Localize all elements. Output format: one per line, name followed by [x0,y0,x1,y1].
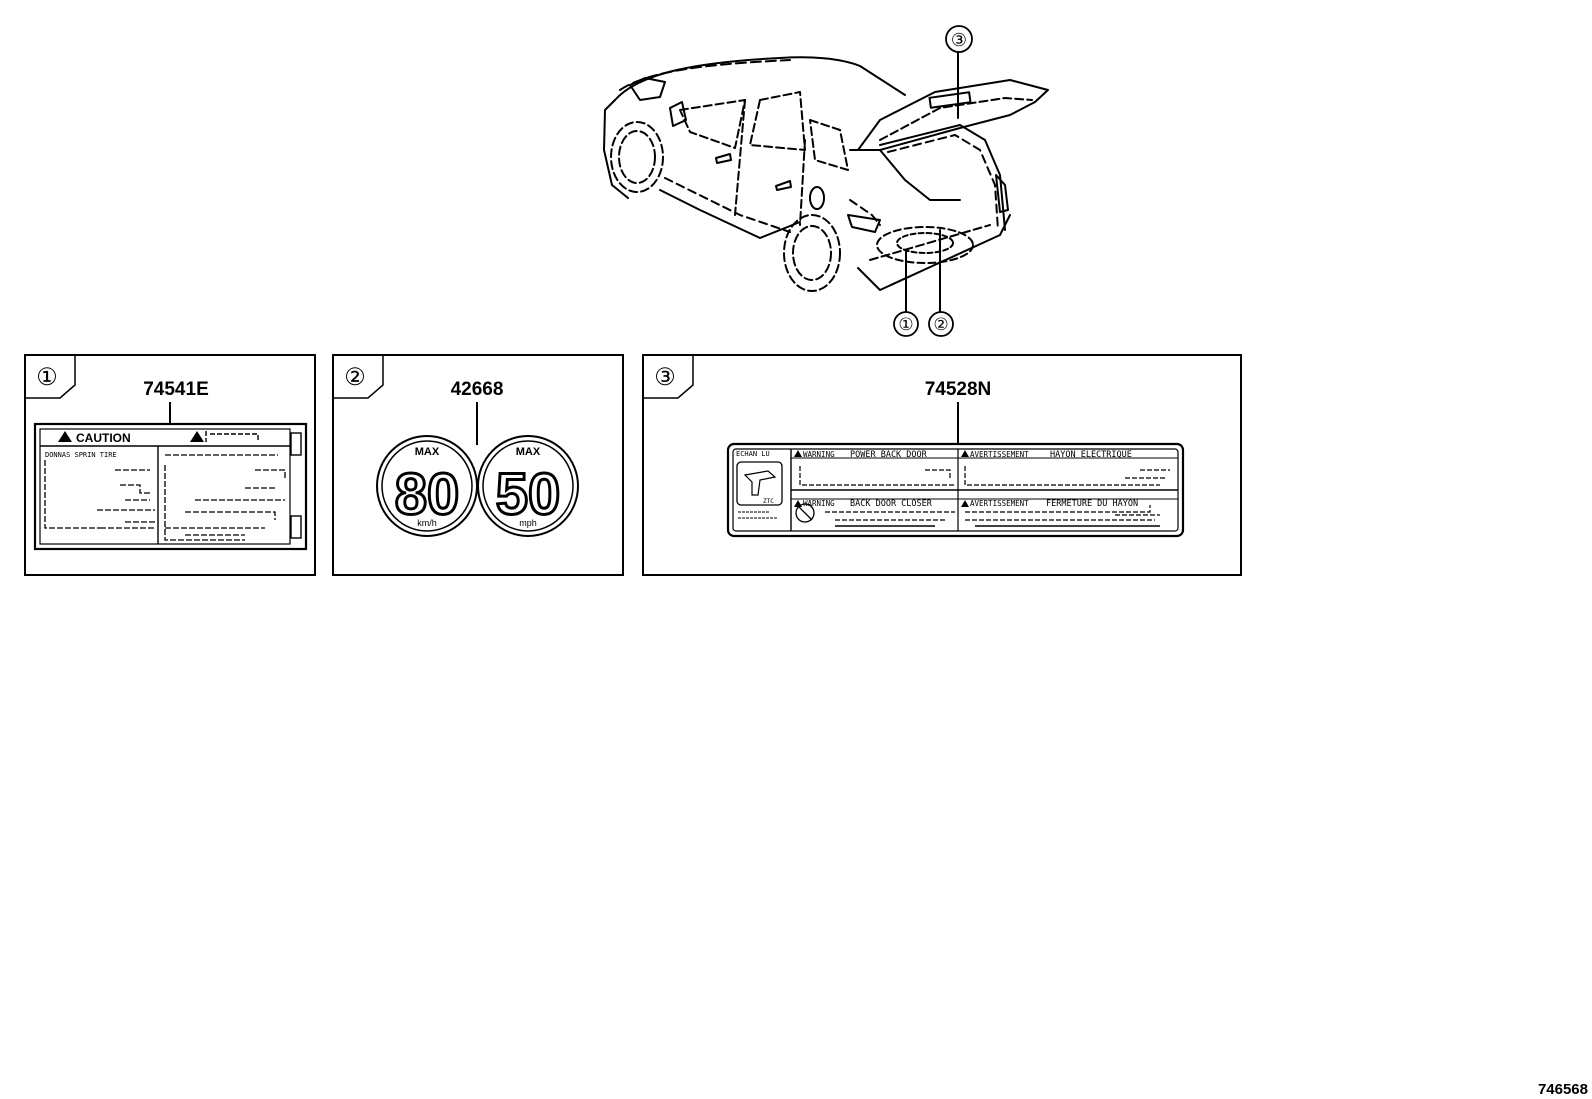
warning-2-fr-title: FERMETURE DU HAYON [1046,499,1138,509]
svg-text:MAX: MAX [516,446,541,458]
panel-caution-label: ① 74541E CAUTION DONNAS SPRIN TIRE [24,354,316,576]
svg-text:mph: mph [519,518,537,528]
svg-text:km/h: km/h [417,518,437,528]
panel-1-part-number: 74541E [143,379,209,400]
speed-sign-mph: MAX 50 mph [477,435,579,537]
panel-speed-label: ② 42668 MAX 80 km/h MAX 50 mph [332,354,624,576]
svg-text:①: ① [898,315,913,334]
warning-1-fr-title: HAYON ELECTRIQUE [1050,450,1132,460]
svg-text:②: ② [933,315,948,334]
caution-heading: CAUTION [76,431,131,445]
caution-small-text: DONNAS SPRIN TIRE [45,451,117,459]
panel-2-part-number: 42668 [451,379,504,400]
warning-2-tag: WARNING [803,499,835,508]
warning-1-title: POWER BACK DOOR [850,450,928,460]
svg-text:50: 50 [496,462,561,527]
warning-1-tag: WARNING [803,450,835,459]
panel-3-callout: ③ [654,364,676,391]
svg-text:80: 80 [395,462,460,527]
panel-3-part-number: 74528N [925,379,992,400]
vehicle-illustration [603,51,1049,313]
warning-2-title: BACK DOOR CLOSER [850,499,933,509]
svg-text:③: ③ [951,30,967,50]
warning-1-fr-tag: AVERTISSEMENT [970,450,1029,459]
label-left-header: ECHAN LU [736,450,770,458]
panel-2-callout: ② [344,364,366,391]
callout-3-top: ③ [945,25,973,53]
callout-2-car: ② [928,311,954,337]
warning-2-fr-tag: AVERTISSEMENT [970,499,1029,508]
panel-back-door-label: ③ 74528N ECHAN LU ZTC WARNING POWER BACK… [642,354,1242,576]
figure-number: 746568 [1538,1081,1588,1098]
speed-sign-kmh: MAX 80 km/h [376,435,478,537]
panel-1-callout: ① [36,364,58,391]
label-icon-small-text: ZTC [763,498,774,505]
svg-text:MAX: MAX [415,446,440,458]
callout-1-car: ① [893,311,919,337]
